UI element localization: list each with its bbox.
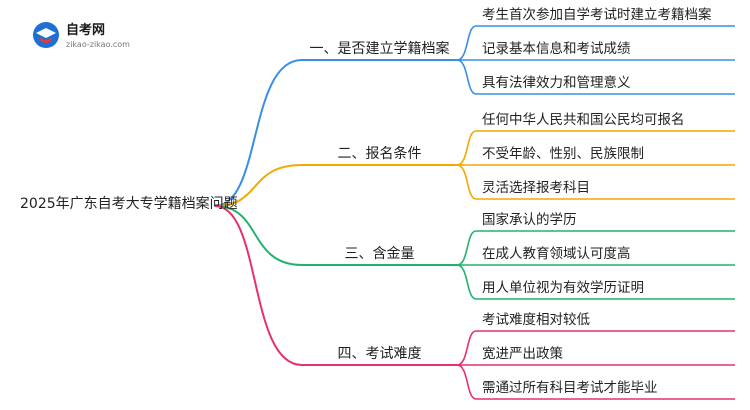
logo-name: 自考网 [66,22,105,38]
connector-root-b2 [214,164,303,207]
logo-graphic: 自考网 zikao-zikao.com [33,22,130,49]
child-label-b1-2: 具有法律效力和管理意义 [482,74,631,91]
child-label-b1-0: 考生首次参加自学考试时建立考籍档案 [482,6,712,23]
child-label-b3-2: 用人单位视为有效学历证明 [482,280,644,296]
child-label-b2-0: 任何中华人民共和国公民均可报名 [482,112,685,128]
edges [214,25,735,400]
child-label-b2-2: 灵活选择报考科目 [482,180,590,196]
child-label-b3-0: 国家承认的学历 [482,211,577,228]
connector-b1-child-2 [456,59,477,95]
connector-root-b4 [214,205,303,366]
child-label-b4-0: 考试难度相对较低 [482,312,590,328]
branch-label-b1: 一、是否建立学籍档案 [310,40,450,57]
child-label-b2-1: 不受年龄、性别、民族限制 [482,146,644,162]
child-label-b3-1: 在成人教育领域认可度高 [482,245,631,262]
branch-label-b4: 四、考试难度 [338,346,422,362]
connector-b3-child-2 [456,264,477,300]
branch-label-b2: 二、报名条件 [338,145,422,162]
child-label-b1-1: 记录基本信息和考试成绩 [482,40,631,57]
child-label-b4-1: 宽进严出政策 [482,345,563,362]
branch-label-b3: 三、含金量 [345,246,415,262]
child-label-b4-2: 需通过所有科目考试才能毕业 [482,380,658,396]
graduation-cap-icon [36,28,56,38]
connector-b2-child-0 [456,130,477,166]
connector-b4-child-0 [456,330,477,366]
connector-root-b1 [214,59,303,207]
connector-b3-child-0 [456,230,477,266]
logo-url: zikao-zikao.com [66,40,130,49]
nodes: 2025年广东自考大专学籍档案问题 一、是否建立学籍档案 考生首次参加自学考试时建立… [20,6,712,396]
connector-b1-child-0 [456,25,477,61]
connector-root-b3 [214,205,303,266]
cap-accent-icon [40,37,52,43]
connector-b2-child-2 [456,164,477,200]
root-topic: 2025年广东自考大专学籍档案问题 [20,195,238,212]
connector-b4-child-2 [456,364,477,400]
logo: 自考网 zikao-zikao.com [30,17,150,53]
